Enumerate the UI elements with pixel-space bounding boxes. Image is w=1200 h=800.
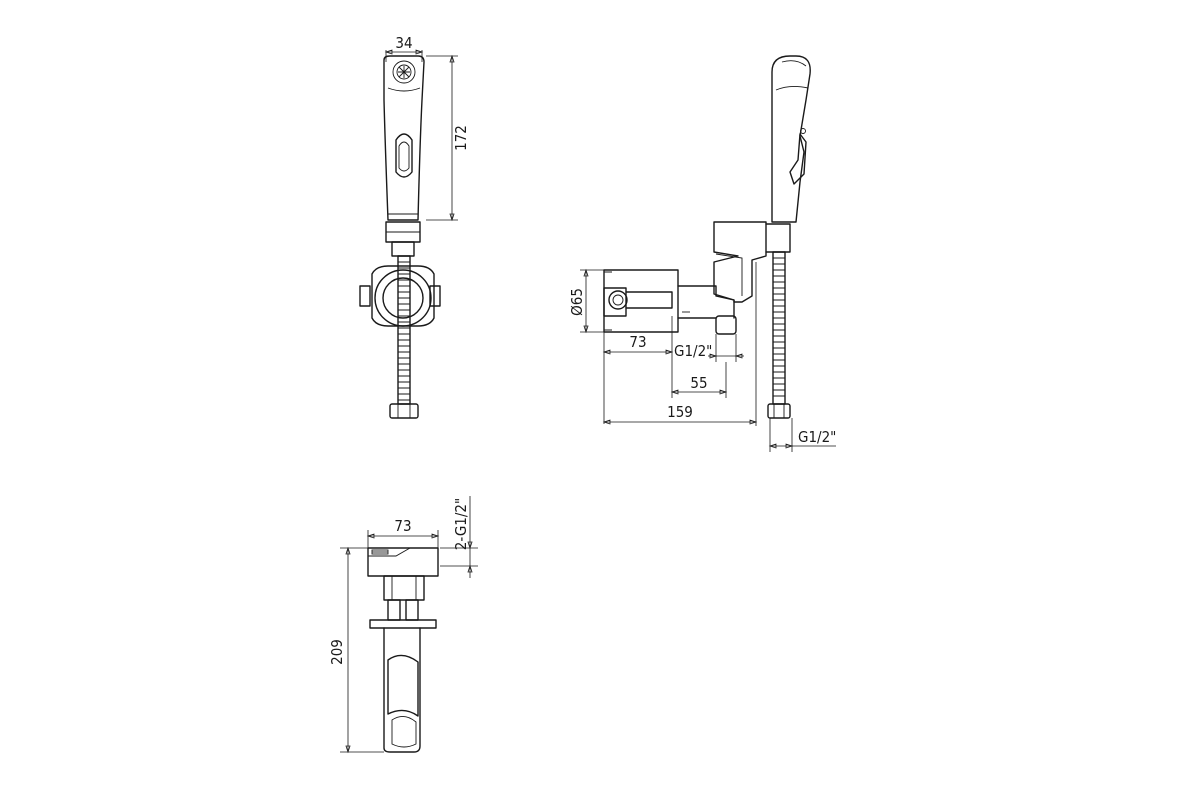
dim-label-34: 34: [395, 34, 412, 52]
dim-label-g12-side: G1/2": [674, 342, 712, 360]
dimension-side-diameter: Ø65: [568, 268, 604, 334]
dim-label-73-bottom: 73: [394, 517, 411, 535]
dimension-bottom-width: 73: [366, 517, 440, 548]
dimension-side-offset: 55: [670, 356, 728, 398]
dimension-front-width: 34: [384, 34, 424, 62]
side-view: [603, 55, 811, 419]
dimension-bottom-height: 209: [328, 546, 384, 754]
front-view: [359, 55, 441, 419]
dim-label-159: 159: [667, 403, 693, 421]
dim-label-73: 73: [629, 333, 646, 351]
dim-label-2-g12: 2-G1/2": [452, 498, 470, 550]
dim-label-209: 209: [328, 639, 346, 665]
dimension-hose-thread: G1/2": [768, 418, 836, 452]
dim-label-172: 172: [452, 125, 470, 151]
dimension-bottom-thread: 2-G1/2": [440, 496, 478, 578]
dimension-front-height: 172: [426, 54, 470, 222]
dim-label-65: Ø65: [568, 288, 586, 316]
dim-label-g12-hose: G1/2": [798, 428, 836, 446]
dim-label-55: 55: [690, 374, 707, 392]
bottom-view: [367, 547, 439, 753]
dimension-side-overall: 159: [602, 262, 758, 426]
dimension-side-thread: G1/2": [674, 334, 744, 362]
dimension-side-depth: 73: [602, 316, 674, 424]
